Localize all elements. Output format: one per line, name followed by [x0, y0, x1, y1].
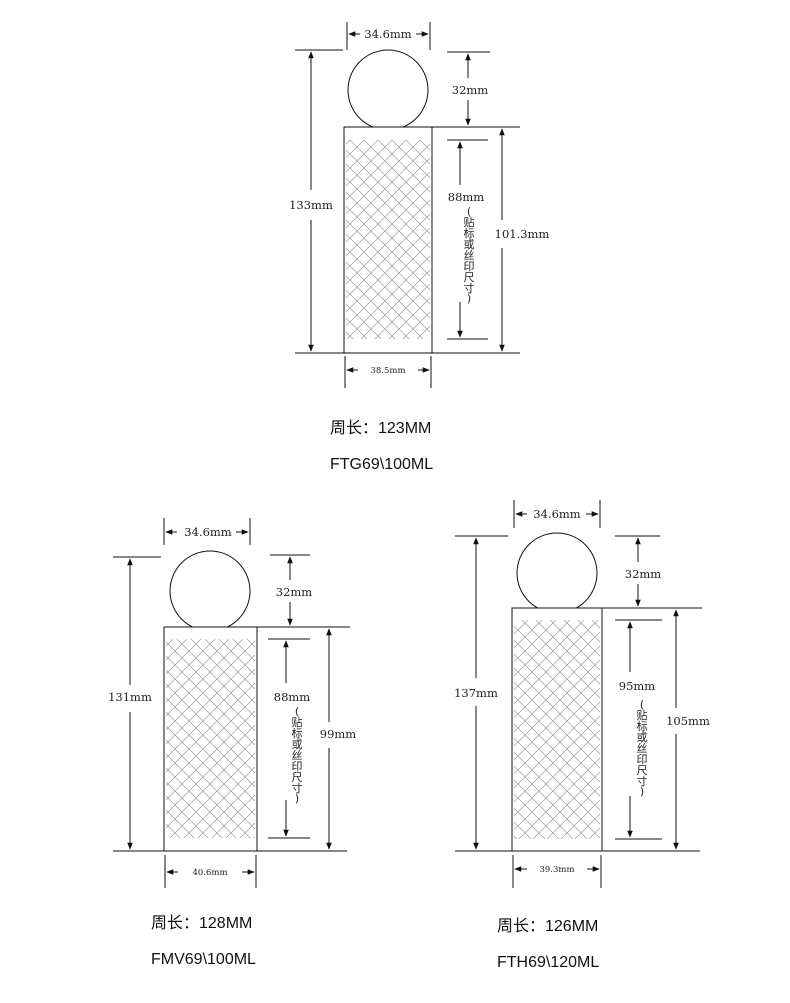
svg-text:印: 印	[292, 760, 303, 773]
svg-text:尺: 尺	[637, 764, 648, 777]
svg-text:(: (	[467, 205, 471, 218]
ftg-perimeter-caption: 周长：123MM	[330, 420, 432, 437]
svg-text:丝: 丝	[464, 249, 475, 262]
cap-width-label: 34.6mm	[364, 27, 412, 41]
total-height-label: 133mm	[289, 198, 333, 212]
svg-text:寸: 寸	[637, 774, 648, 788]
svg-text:贴: 贴	[464, 215, 475, 229]
label-note: ( 贴 标 或 丝 印 尺 寸 )	[464, 205, 475, 305]
base-width-label: 40.6mm	[192, 868, 227, 878]
svg-text:标: 标	[637, 719, 648, 733]
cap-height-label: 32mm	[625, 567, 662, 581]
bottle-fmv: 34.6mm 131mm 32mm 88mm ( 贴 标 或 丝 印 尺 寸 )	[108, 518, 356, 888]
body-height-label: 99mm	[320, 727, 357, 741]
svg-text:或: 或	[464, 238, 475, 251]
svg-text:): )	[467, 292, 471, 305]
total-height-label: 131mm	[108, 690, 152, 704]
fmv-model-caption: FMV69\100ML	[151, 951, 256, 968]
label-height-label: 88mm	[274, 690, 311, 704]
svg-text:): )	[640, 785, 644, 798]
cap-height-label: 32mm	[452, 83, 489, 97]
body-height-label: 105mm	[666, 714, 710, 728]
svg-text:尺: 尺	[464, 271, 475, 284]
svg-text:或: 或	[637, 731, 648, 744]
fmv-perimeter-caption: 周长：128MM	[151, 915, 253, 932]
svg-text:寸: 寸	[464, 281, 475, 295]
base-width-label: 38.5mm	[370, 366, 405, 376]
body-height-label: 101.3mm	[495, 227, 550, 241]
svg-text:(: (	[295, 705, 299, 718]
svg-text:贴: 贴	[292, 715, 303, 729]
svg-text:贴: 贴	[637, 708, 648, 722]
label-area	[514, 620, 600, 839]
label-area	[346, 140, 430, 339]
cap-height-label: 32mm	[276, 585, 313, 599]
label-height-label: 88mm	[448, 190, 485, 204]
svg-text:印: 印	[637, 753, 648, 766]
svg-text:标: 标	[292, 726, 303, 740]
ftg-model-caption: FTG69\100ML	[330, 456, 434, 473]
fth-model-caption: FTH69\120ML	[497, 954, 600, 971]
label-height-label: 95mm	[619, 679, 656, 693]
bottle-ftg: 34.6mm 133mm 32mm 88mm ( 贴 标 或 丝 印 尺	[289, 22, 549, 388]
cap-ball	[347, 49, 429, 131]
svg-text:丝: 丝	[292, 749, 303, 762]
svg-text:寸: 寸	[292, 781, 303, 795]
total-height-label: 137mm	[454, 686, 498, 700]
svg-text:): )	[295, 792, 299, 805]
svg-text:印: 印	[464, 260, 475, 273]
cap-ball	[169, 550, 251, 632]
label-note: ( 贴 标 或 丝 印 尺 寸 )	[292, 705, 303, 805]
label-note: ( 贴 标 或 丝 印 尺 寸 )	[637, 698, 648, 798]
cap-width-label: 34.6mm	[533, 507, 581, 521]
svg-text:标: 标	[464, 226, 475, 240]
svg-text:尺: 尺	[292, 771, 303, 784]
svg-text:(: (	[640, 698, 644, 711]
fth-perimeter-caption: 周长：126MM	[497, 918, 599, 935]
svg-text:丝: 丝	[637, 742, 648, 755]
base-width-label: 39.3mm	[539, 865, 574, 875]
bottle-fth: 34.6mm 137mm 32mm 95mm ( 贴 标 或 丝 印 尺 寸 )	[454, 500, 710, 888]
cap-width-label: 34.6mm	[184, 525, 232, 539]
cap-ball	[516, 532, 598, 614]
svg-text:或: 或	[292, 738, 303, 751]
label-area	[166, 639, 255, 838]
